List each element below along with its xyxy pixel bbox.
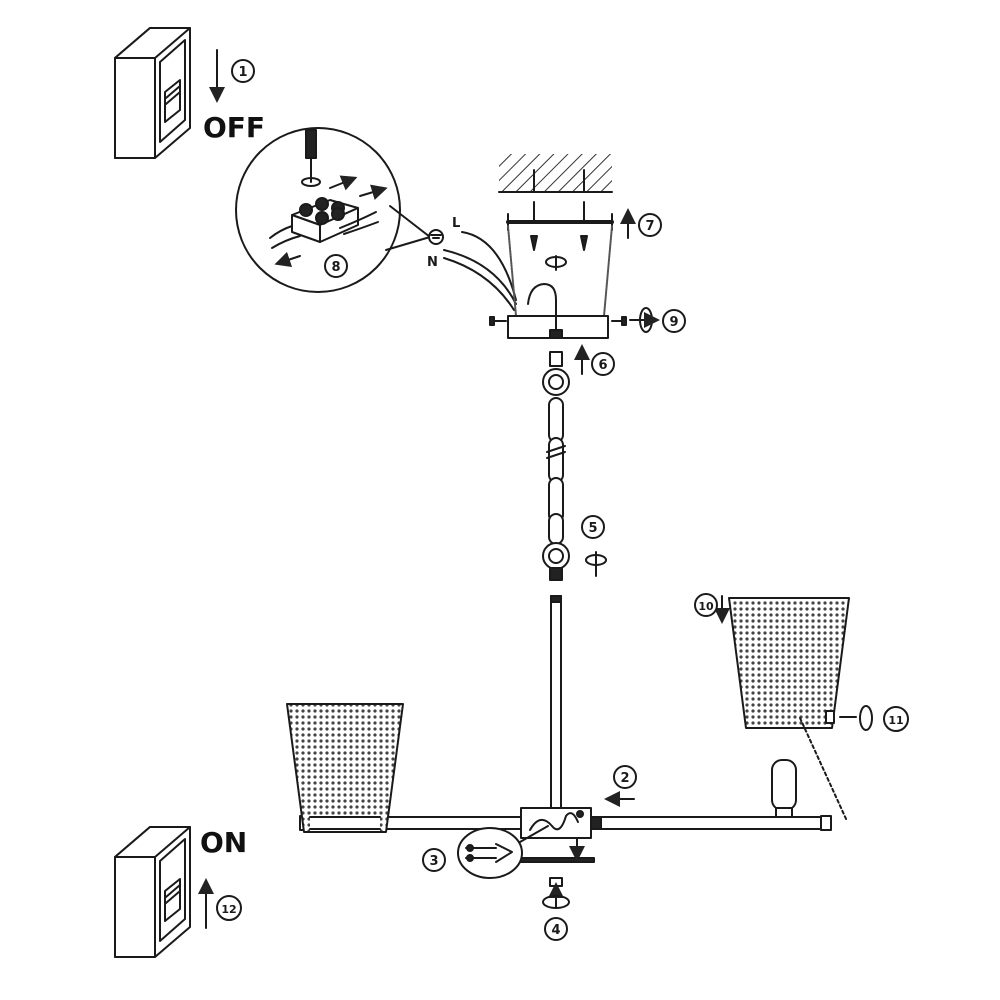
step-marker (216, 895, 242, 921)
ceiling (498, 154, 613, 193)
wire-label-neutral: N (427, 255, 438, 270)
fixture-body (299, 595, 832, 863)
step-number: 11 (888, 714, 903, 727)
step-marker (544, 917, 568, 941)
step-number: 8 (331, 260, 340, 275)
step-number: 7 (645, 219, 654, 234)
step-number: 4 (551, 923, 560, 938)
bulb (771, 759, 797, 818)
step-number: 12 (221, 903, 236, 916)
step-number: 6 (598, 358, 607, 373)
step-marker (662, 309, 686, 333)
supply-wires (443, 231, 517, 311)
step-number: 10 (698, 600, 714, 613)
lamp-shade-right (694, 593, 850, 729)
rotate-icon (859, 705, 873, 731)
step-marker (694, 593, 718, 617)
canopy (507, 225, 613, 339)
mounting-bracket (506, 201, 614, 251)
chain-assembly (542, 344, 615, 581)
rotate-icon (542, 895, 570, 909)
step-number: 5 (588, 521, 597, 536)
power-switch-icon (114, 826, 191, 958)
power-switch-off (114, 27, 255, 159)
step-marker (638, 213, 662, 237)
switch-off-label: OFF (203, 111, 265, 144)
rotate-icon (301, 177, 321, 187)
lamp-shade-left (286, 703, 404, 833)
step-marker (422, 848, 446, 872)
switch-on-label: ON (200, 826, 247, 859)
step-number: 9 (669, 315, 678, 330)
step-marker (613, 765, 637, 789)
wiring-detail-bubble (235, 127, 431, 293)
shade-screw (799, 705, 909, 822)
canopy-side-screws (489, 307, 686, 333)
step-number: 1 (238, 65, 247, 80)
connector-detail-bubble (422, 825, 549, 879)
power-switch-on (114, 826, 242, 958)
step-marker (581, 515, 605, 539)
step-number: 2 (620, 771, 629, 786)
power-switch-icon (114, 27, 191, 159)
terminal-block-icon (269, 175, 388, 268)
bottom-cap (542, 877, 570, 941)
step-marker (591, 352, 615, 376)
ground-symbol-icon (428, 229, 444, 245)
step-marker (231, 59, 255, 83)
step-marker (324, 254, 348, 278)
step-marker (883, 706, 909, 732)
step-number: 3 (429, 854, 438, 869)
wire-label-live: L (452, 216, 460, 231)
